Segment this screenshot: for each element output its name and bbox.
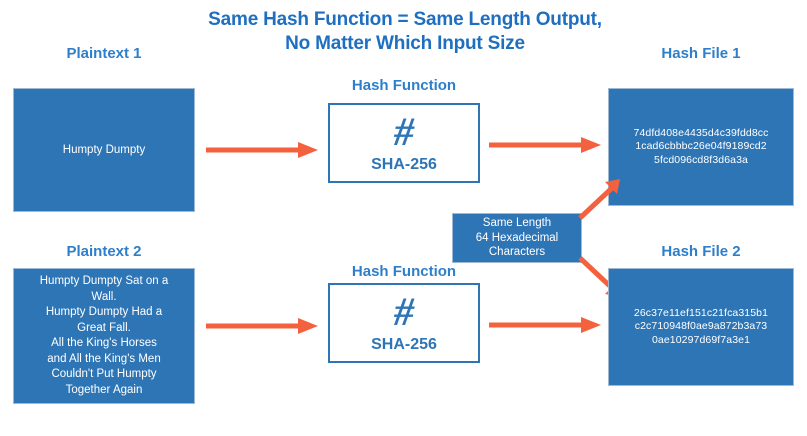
diagram-title-line-1: Same Hash Function = Same Length Output,: [208, 9, 602, 30]
arrow-hashfunction1-to-hashfile1: [489, 135, 601, 155]
hash-symbol-icon: #: [394, 289, 414, 334]
plaintext-2-line-2: Wall.: [91, 290, 117, 303]
hash-file-2-line-3: 0ae10297d69f7a3e1: [651, 333, 751, 346]
plaintext-2-line-5: All the King's Horses: [51, 337, 157, 349]
hash-function-1-box: # SHA-256: [328, 103, 480, 183]
plaintext-2-line-8: Together Again: [65, 383, 143, 396]
plaintext-2-box: Humpty Dumpty Sat on a Wall. Humpty Dump…: [13, 268, 195, 404]
arrow-plaintext1-to-hashfunction1: [206, 140, 318, 160]
hash-file-1-line-2: 1cad6cbbbc26e04f9189cd2: [635, 140, 767, 153]
diagram-title: Same Hash Function = Same Length Output,…: [150, 8, 660, 56]
annotation-line-2: 64 Hexadecimal: [475, 231, 559, 244]
plaintext-2-line-3: Humpty Dumpty Had a: [45, 306, 163, 318]
plaintext-2-line-7: Couldn't Put Humpty: [51, 368, 157, 380]
plaintext-2-line-6: and All the King's Men: [47, 352, 161, 365]
hash-file-2-line-2: c2c710948f0ae9a872b3a73: [634, 320, 768, 333]
hash-file-2-caption: Hash File 2: [661, 243, 741, 260]
annotation-line-1: Same Length: [482, 217, 552, 230]
plaintext-2-line-4: Great Fall.: [77, 321, 131, 334]
diagram-title-line-2: No Matter Which Input Size: [285, 33, 525, 54]
hash-file-1-line-1: 74dfd408e4435d4c39fdd8cc: [633, 126, 769, 139]
hash-file-2-box: 26c37e11ef151c21fca315b1 c2c710948f0ae9a…: [608, 268, 794, 386]
hash-symbol-icon: #: [394, 109, 414, 154]
plaintext-1-content: Humpty Dumpty: [62, 144, 146, 156]
hash-file-1-box: 74dfd408e4435d4c39fdd8cc 1cad6cbbbc26e04…: [608, 88, 794, 206]
hash-file-1-caption: Hash File 1: [661, 45, 741, 62]
arrow-annotation-to-hashfile1: [578, 178, 626, 220]
plaintext-1-caption: Plaintext 1: [66, 45, 142, 62]
plaintext-1-box: Humpty Dumpty: [13, 88, 195, 212]
plaintext-2-line-1: Humpty Dumpty Sat on a: [39, 275, 169, 287]
annotation-line-3: Characters: [488, 246, 546, 259]
arrow-plaintext2-to-hashfunction2: [206, 316, 318, 336]
hash-function-2-caption: Hash Function: [351, 263, 457, 280]
hash-function-2-box: # SHA-256: [328, 283, 480, 363]
arrow-hashfunction2-to-hashfile2: [489, 315, 601, 335]
hash-file-2-line-1: 26c37e11ef151c21fca315b1: [633, 306, 769, 319]
hash-function-1-algorithm: SHA-256: [371, 156, 437, 173]
hash-file-1-line-3: 5fcd096cd8f3d6a3a: [654, 153, 748, 166]
hash-function-2-algorithm: SHA-256: [371, 336, 437, 353]
hash-function-1-caption: Hash Function: [351, 77, 457, 94]
plaintext-2-caption: Plaintext 2: [66, 243, 142, 260]
same-length-annotation-box: Same Length 64 Hexadecimal Characters: [452, 213, 582, 263]
